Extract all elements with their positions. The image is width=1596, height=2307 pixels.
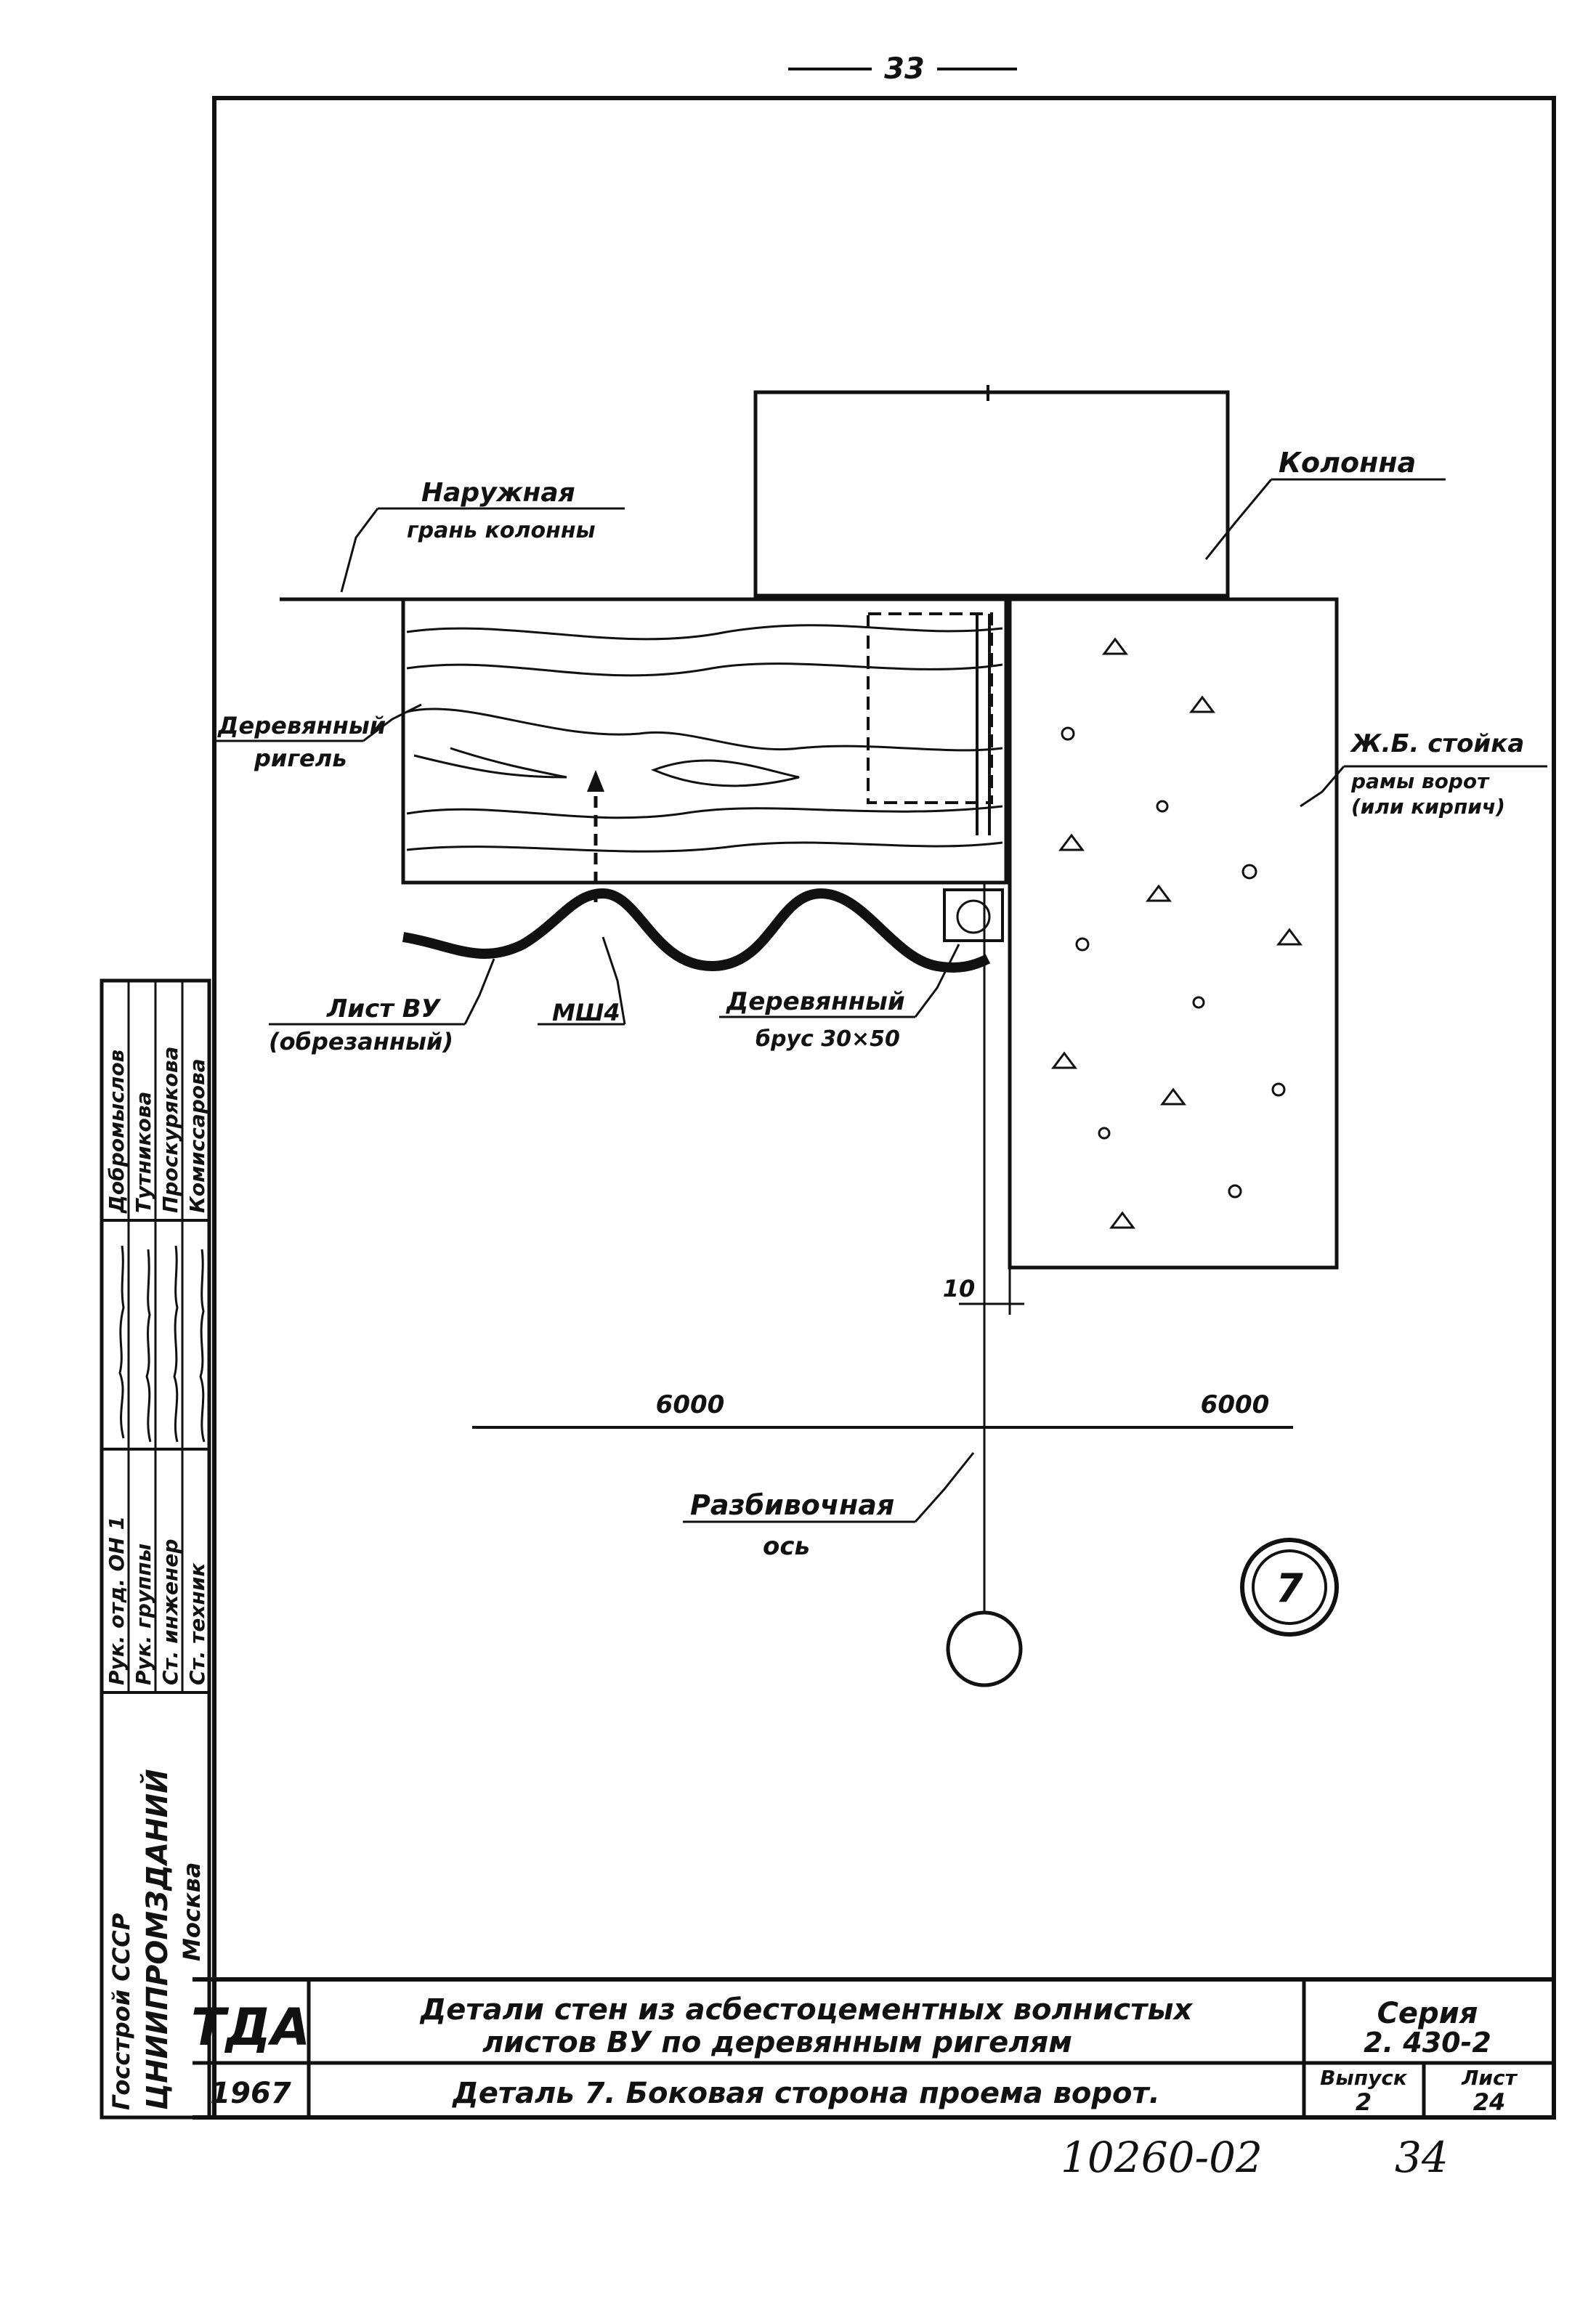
series-label: Серия bbox=[1377, 1997, 1478, 2030]
rc-post bbox=[1008, 597, 1339, 1270]
wood-girder-leader bbox=[362, 703, 422, 742]
span-right-value: 6000 bbox=[1201, 1390, 1270, 1419]
title-line-1: Детали стен из асбестоцементных волнисты… bbox=[419, 1993, 1194, 2027]
signature-4 bbox=[199, 1249, 206, 1443]
wood-grain-2 bbox=[406, 662, 1003, 677]
column-outline bbox=[753, 390, 1230, 598]
role-4: Ст. техник bbox=[185, 1562, 209, 1685]
label-rc-post-1: Ж.Б. стойка bbox=[1350, 729, 1524, 758]
role-1: Рук. отд. ОН 1 bbox=[105, 1516, 129, 1685]
name-1: Добромыслов bbox=[105, 1050, 129, 1214]
span-left-value: 6000 bbox=[656, 1390, 725, 1419]
issue-value: 2 bbox=[1356, 2088, 1372, 2116]
span-dimension: 6000 6000 bbox=[472, 1390, 1293, 1429]
label-kolonna: Колонна bbox=[1279, 447, 1416, 479]
sheet-frame bbox=[212, 96, 1556, 2120]
detail-marker-outer bbox=[1240, 1538, 1339, 1637]
wood-grain-5 bbox=[406, 841, 1003, 853]
column bbox=[753, 385, 1230, 598]
label-outer-face-1: Наружная bbox=[421, 478, 575, 508]
label-axis-2: ось bbox=[763, 1532, 810, 1561]
page-number: 33 bbox=[884, 52, 925, 86]
label-wood-girder-2: ригель bbox=[254, 745, 347, 772]
label-sheet-2: (обрезанный) bbox=[269, 1028, 453, 1055]
wood-grain-4 bbox=[406, 805, 1003, 819]
sheet-leader bbox=[463, 958, 495, 1025]
label-rc-post-2: рамы ворот bbox=[1350, 769, 1490, 793]
subtitle: Деталь 7. Боковая сторона проема ворот. bbox=[451, 2077, 1160, 2110]
org-line-2: ЦНИИПРОМЗДАНИЙ bbox=[139, 1769, 174, 2110]
gap-dimension-value: 10 bbox=[943, 1275, 976, 1302]
title-block: ТДА 1967 Детали стен из асбестоцементных… bbox=[191, 1977, 1554, 2120]
name-3: Проскурякова bbox=[158, 1047, 182, 1213]
label-axis-1: Разбивочная bbox=[690, 1489, 894, 1521]
signature-3 bbox=[173, 1245, 179, 1443]
rc-post-outline bbox=[1008, 597, 1339, 1270]
sheet-value: 24 bbox=[1473, 2088, 1506, 2116]
axis-bubble bbox=[946, 1610, 1023, 1687]
label-wood-bar-1: Деревянный bbox=[726, 987, 905, 1016]
name-2: Тутникова bbox=[131, 1092, 155, 1213]
org-line-1: Госстрой СССР bbox=[108, 1913, 135, 2110]
series-value: 2. 430-2 bbox=[1364, 2027, 1491, 2059]
detail-number: 7 bbox=[1276, 1565, 1303, 1611]
label-outer-face-2: грань колонны bbox=[407, 518, 596, 543]
year: 1967 bbox=[210, 2077, 291, 2110]
axis-label-leader bbox=[914, 1452, 975, 1523]
label-fastener: МШ4 bbox=[552, 999, 620, 1026]
role-2: Рук. группы bbox=[131, 1544, 155, 1685]
name-4: Комиссарова bbox=[185, 1058, 209, 1213]
outer-face-leader bbox=[340, 508, 379, 593]
side-stamp: Рук. отд. ОН 1 Рук. группы Ст. инженер С… bbox=[100, 978, 211, 2120]
wood-bar-leader bbox=[914, 944, 960, 1018]
issue-label: Выпуск bbox=[1320, 2066, 1408, 2090]
corrugated-sheet bbox=[402, 880, 1006, 973]
page-total: 34 bbox=[1395, 2133, 1449, 2182]
org-code: ТДА bbox=[191, 1998, 310, 2057]
org-line-3: Москва bbox=[178, 1862, 206, 1961]
wood-grain-3 bbox=[406, 707, 1003, 752]
sheet-profile bbox=[402, 888, 991, 973]
signature-1 bbox=[118, 1245, 125, 1439]
wood-grain-1 bbox=[406, 624, 1003, 641]
doc-number: 10260-02 bbox=[1061, 2133, 1263, 2182]
detail-marker: 7 bbox=[1240, 1538, 1339, 1637]
wood-girder-outline bbox=[401, 597, 1008, 885]
gap-dimension: 10 bbox=[943, 1275, 1024, 1305]
bolt-arrow bbox=[587, 770, 604, 792]
role-3: Ст. инженер bbox=[158, 1539, 182, 1685]
fastener-leader bbox=[601, 936, 626, 1025]
hidden-insert bbox=[867, 612, 993, 804]
label-wood-girder-1: Деревянный bbox=[217, 712, 386, 739]
title-line-2: листов ВУ по деревянным ригелям bbox=[482, 2026, 1072, 2059]
signatures bbox=[118, 1245, 206, 1443]
kolonna-leader bbox=[1204, 479, 1273, 560]
wood-grain-knot-left bbox=[413, 747, 567, 779]
label-sheet-1: Лист ВУ bbox=[326, 994, 442, 1023]
label-rc-post-3: (или кирпич) bbox=[1351, 795, 1505, 819]
wood-girder bbox=[401, 597, 1008, 908]
wood-bar-ring bbox=[956, 899, 991, 934]
wood-grain-knot-center bbox=[650, 759, 800, 787]
label-wood-bar-2: брус 30×50 bbox=[756, 1026, 900, 1052]
wood-bar bbox=[943, 888, 1004, 942]
rc-post-aggregate bbox=[1051, 637, 1303, 1229]
page-number-group: 33 bbox=[788, 52, 1017, 86]
detail-marker-inner bbox=[1252, 1549, 1327, 1625]
signature-2 bbox=[145, 1249, 152, 1443]
labels: Колонна Наружная грань колонны Деревянны… bbox=[216, 447, 1547, 1561]
rc-post-leader bbox=[1300, 766, 1345, 808]
sheet-label: Лист bbox=[1461, 2066, 1518, 2090]
